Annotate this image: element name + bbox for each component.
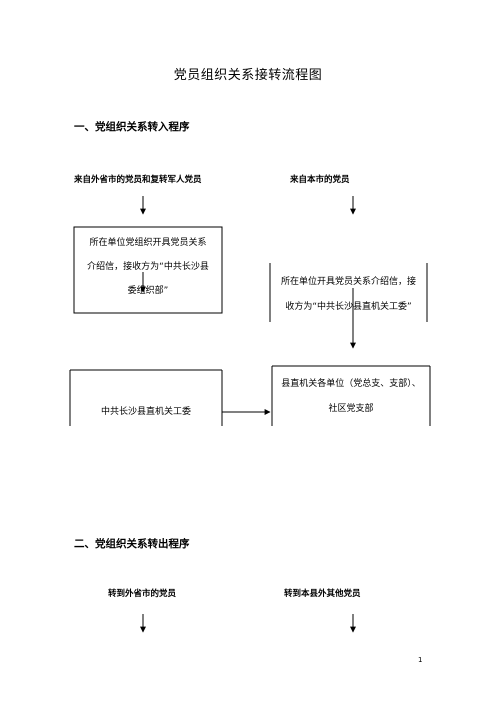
box-right-line-2: 收方为“中共长沙县直机关工委” xyxy=(285,302,412,312)
box-left-border xyxy=(73,226,223,314)
box-right: 所在单位开具党员关系介绍信，接 收方为“中共长沙县直机关工委” xyxy=(270,270,427,320)
box-right-line-1: 所在单位开具党员关系介绍信，接 xyxy=(280,277,416,287)
box-left: 所在单位党组织开具党员关系 介绍信，接收方为“中共长沙县 委组织部” xyxy=(74,231,222,303)
box-branch: 县直机关各单位（党总支、支部）、 社区党支部 xyxy=(272,372,430,422)
box-branch-line-2: 社区党支部 xyxy=(328,404,374,414)
box-branch-line-1: 县直机关各单位（党总支、支部）、 xyxy=(281,379,421,389)
out-right-label: 转到本县外其他党员 xyxy=(284,589,361,599)
page-title: 党员组织关系接转流程图 xyxy=(173,68,323,83)
source-left-label: 来自外省市的党员和复转军人党员 xyxy=(74,175,202,185)
section-heading-out: 二、党组织关系转出程序 xyxy=(74,538,190,550)
box-left-line-3: 委组织部” xyxy=(127,286,169,296)
box-left-line-1: 所在单位党组织开具党员关系 xyxy=(89,238,207,248)
box-org: 中共长沙县直机关工委 xyxy=(100,407,191,417)
box-left-line-2: 介绍信，接收方为“中共长沙县 xyxy=(87,262,209,272)
page-number: 1 xyxy=(418,656,423,664)
section-heading-in: 一、党组织关系转入程序 xyxy=(74,121,190,133)
source-right-label: 来自本市的党员 xyxy=(290,175,350,185)
out-left-label: 转到外省市的党员 xyxy=(108,589,177,599)
